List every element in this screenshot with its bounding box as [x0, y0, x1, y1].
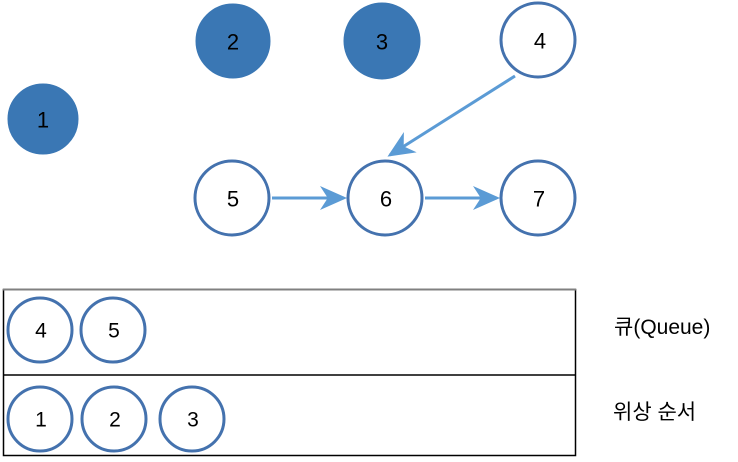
slot-label: 2 [109, 409, 121, 432]
node-circle[interactable] [499, 159, 577, 237]
slot-label: 4 [35, 320, 47, 343]
slot-circle[interactable] [158, 385, 226, 453]
node-circle[interactable] [195, 3, 271, 79]
graph-node-5[interactable]: 5 [193, 159, 271, 237]
order-item-1[interactable]: 2 [80, 385, 148, 453]
graph-node-7[interactable]: 7 [499, 159, 577, 237]
node-circle[interactable] [193, 159, 271, 237]
node-label: 3 [376, 30, 388, 55]
edge-4-to-6 [387, 74, 516, 157]
order-row-items: 1 2 3 [6, 385, 226, 453]
graph-node-4[interactable]: 4 [499, 1, 577, 79]
node-label: 1 [37, 108, 49, 133]
graph-node-3[interactable]: 3 [343, 2, 421, 80]
slot-label: 1 [35, 409, 47, 432]
slot-label: 5 [108, 320, 120, 343]
slot-label: 3 [187, 409, 199, 432]
graph-node-2[interactable]: 2 [195, 3, 271, 79]
queue-item-0[interactable]: 4 [6, 296, 74, 364]
node-circle[interactable] [499, 1, 577, 79]
node-label: 7 [533, 187, 545, 212]
order-item-0[interactable]: 1 [6, 385, 74, 453]
node-circle[interactable] [343, 2, 421, 80]
node-label: 2 [227, 30, 239, 55]
node-label: 6 [380, 187, 392, 212]
order-row-caption: 위상 순서 [613, 401, 697, 424]
queue-row-caption: 큐(Queue) [614, 316, 711, 339]
node-circle[interactable] [7, 83, 79, 155]
slot-circle[interactable] [6, 296, 74, 364]
graph-node-6[interactable]: 6 [346, 159, 424, 237]
graph-node-1[interactable]: 1 [7, 83, 79, 155]
node-label: 5 [227, 187, 239, 212]
slot-circle[interactable] [80, 385, 148, 453]
slot-circle[interactable] [6, 385, 74, 453]
node-circle[interactable] [346, 159, 424, 237]
order-item-2[interactable]: 3 [158, 385, 226, 453]
queue-item-1[interactable]: 5 [79, 296, 147, 364]
node-label: 4 [534, 29, 546, 54]
queue-row-items: 4 5 [6, 296, 147, 364]
slot-circle[interactable] [79, 296, 147, 364]
edge-group [272, 74, 516, 210]
